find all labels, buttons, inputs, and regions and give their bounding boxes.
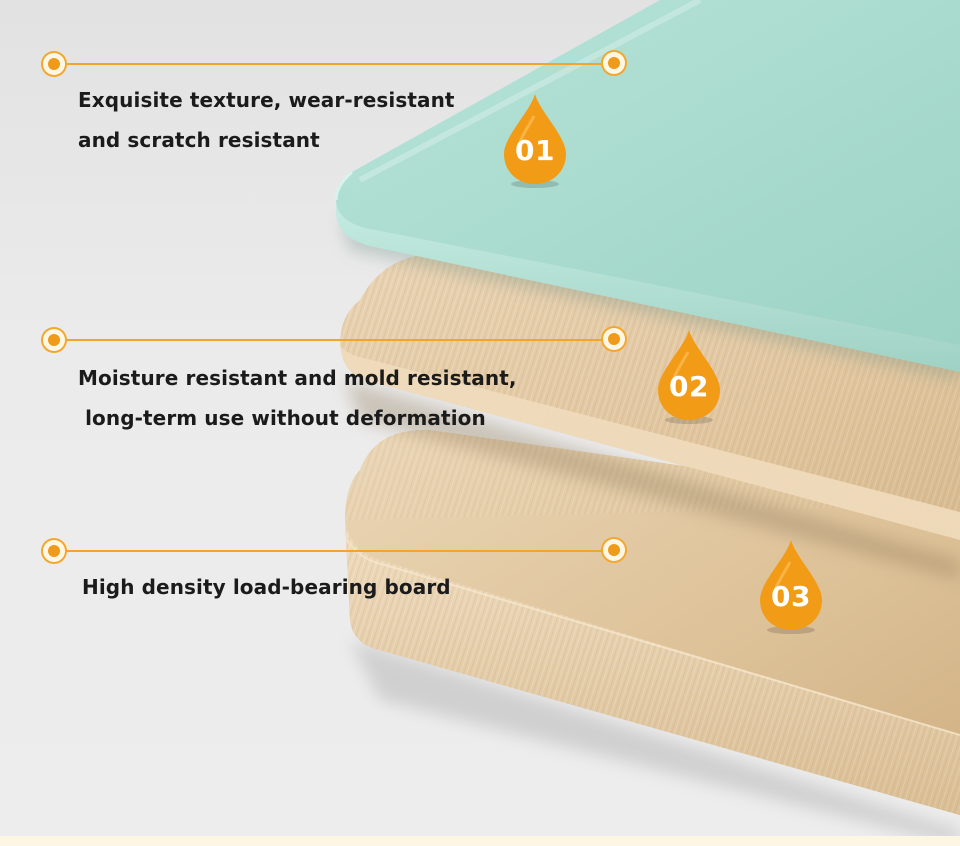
callout-label: Moisture resistant and mold resistant, l… <box>78 358 517 438</box>
drop-badge-icon: 02 <box>654 328 724 424</box>
callout-label-line: High density load-bearing board <box>82 575 451 599</box>
drop-badge-icon: 01 <box>500 92 570 188</box>
bottom-strip <box>0 836 960 846</box>
drop-badge-icon: 03 <box>756 538 826 634</box>
callout-line <box>54 63 614 65</box>
callout-dot-icon <box>43 53 65 75</box>
badge-number: 01 <box>515 134 555 167</box>
callout-label-line: Moisture resistant and mold resistant, <box>78 366 517 390</box>
callout-label-line: long-term use without deformation <box>78 406 486 430</box>
callout-line <box>54 550 614 552</box>
callout-dot-icon <box>603 328 625 350</box>
callout-dot-icon <box>603 539 625 561</box>
top-board-layer <box>336 0 960 345</box>
callout-dot-icon <box>43 329 65 351</box>
badge-number: 02 <box>669 370 709 403</box>
badge-number: 03 <box>771 580 811 613</box>
callout-dot-icon <box>603 52 625 74</box>
callout-line <box>54 339 614 341</box>
callout-dot-icon <box>43 540 65 562</box>
callout-label: High density load-bearing board <box>82 567 451 607</box>
callout-label-line: Exquisite texture, wear-resistant <box>78 88 455 112</box>
callout-label-line: and scratch resistant <box>78 128 320 152</box>
callout-label: Exquisite texture, wear-resistant and sc… <box>78 80 455 160</box>
